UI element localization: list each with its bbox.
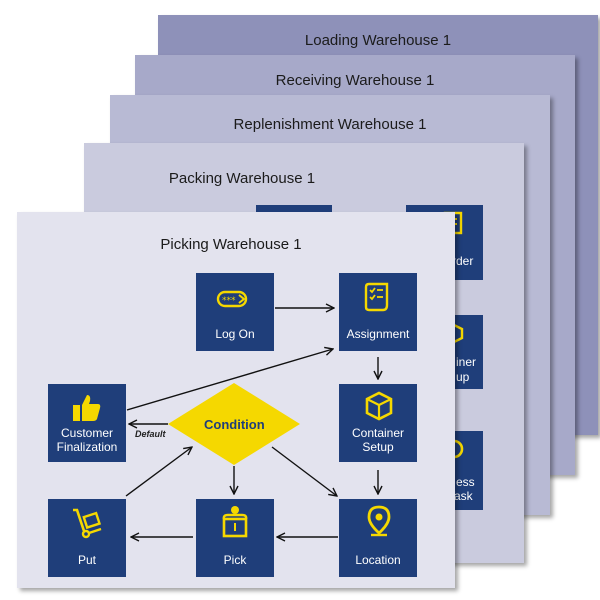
tile-label: Customer — [60, 426, 113, 440]
node-log-on[interactable]: *** Log On — [196, 273, 274, 351]
panel-title: Packing Warehouse 1 — [168, 170, 316, 187]
arrow-condition-location — [271, 446, 337, 496]
person-box-icon — [222, 506, 248, 538]
node-customer-finalization[interactable]: Customer Finalization — [48, 384, 126, 462]
thumbs-up-icon — [73, 395, 101, 421]
svg-text:***: *** — [222, 296, 236, 306]
tile-label: Log On — [215, 327, 255, 341]
tile-label: Finalization — [56, 440, 118, 454]
hand-truck-icon — [73, 508, 102, 539]
box-icon — [365, 391, 393, 421]
arrow-put-condition — [125, 447, 192, 497]
node-location[interactable]: Location — [339, 499, 417, 577]
tile-label: Put — [77, 553, 96, 567]
tile-label: Setup — [362, 440, 394, 454]
panel-title: Replenishment Warehouse 1 — [233, 116, 427, 133]
tile-label: Pick — [223, 553, 247, 567]
packing-tile-partial[interactable] — [256, 205, 332, 213]
panel-title: Loading Warehouse 1 — [304, 32, 452, 49]
tile-label: iner — [456, 355, 477, 369]
tile-label: rder — [452, 254, 474, 268]
panel-title: Receiving Warehouse 1 — [275, 72, 435, 89]
node-put[interactable]: Put — [48, 499, 126, 577]
checklist-icon — [364, 282, 389, 312]
node-assignment[interactable]: Assignment — [339, 273, 417, 351]
tile-label: ess — [456, 475, 475, 489]
tile-label: Location — [355, 553, 401, 567]
arrow-finalization-assignment — [126, 349, 333, 411]
tile-label: Container — [351, 426, 405, 440]
tile-label: up — [456, 370, 470, 384]
panel-title: Picking Warehouse 1 — [160, 236, 302, 253]
default-label: Default — [135, 429, 166, 439]
node-container-setup[interactable]: Container Setup — [339, 384, 417, 462]
map-pin-icon — [367, 505, 391, 537]
badge-icon: *** — [216, 290, 248, 308]
tile-label: Assignment — [346, 327, 410, 341]
condition-label: Condition — [204, 417, 265, 432]
node-pick[interactable]: Pick — [196, 499, 274, 577]
condition-diamond — [168, 383, 300, 465]
